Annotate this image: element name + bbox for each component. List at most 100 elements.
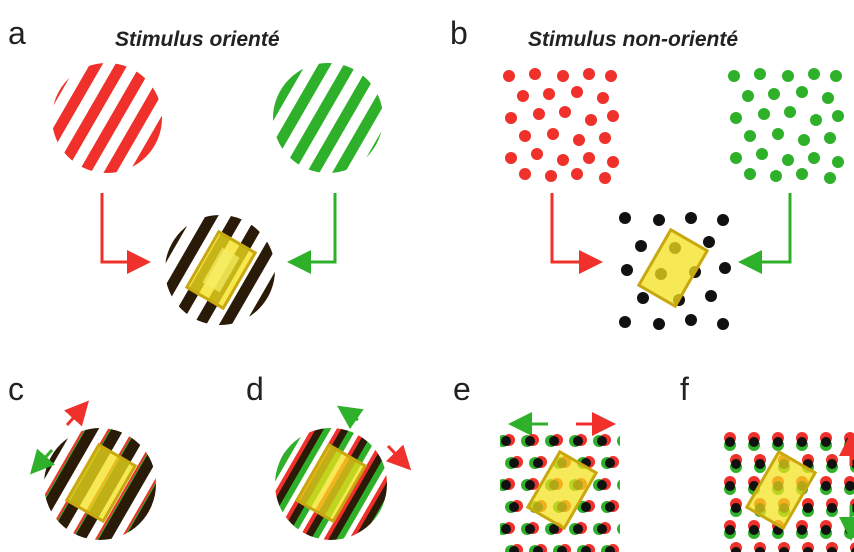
dot [758, 108, 770, 120]
dot-black [851, 547, 854, 552]
dot [519, 168, 531, 180]
dot [505, 112, 517, 124]
dot [730, 112, 742, 124]
dot-red [631, 456, 643, 468]
dot-black [621, 480, 631, 490]
dot [717, 318, 729, 330]
dot [824, 172, 836, 184]
dot [705, 290, 717, 302]
dot-black [501, 436, 511, 446]
dot-black [803, 503, 813, 513]
receptive-field-box-d [294, 442, 368, 524]
dot [571, 86, 583, 98]
dot [557, 154, 569, 166]
dot [573, 134, 585, 146]
dot-black [845, 481, 854, 491]
red-motion-arrow-c [64, 400, 90, 427]
dot [583, 152, 595, 164]
dot [585, 114, 597, 126]
green-random-dots [728, 68, 844, 184]
dot [607, 156, 619, 168]
dot [730, 152, 742, 164]
dot [685, 212, 697, 224]
dot-red [631, 544, 643, 552]
dot [796, 168, 808, 180]
dot-black [731, 459, 741, 469]
panel-a: a Stimulus orienté [8, 15, 383, 325]
dot-black [597, 436, 607, 446]
dot [529, 68, 541, 80]
dot [621, 264, 633, 276]
dot [559, 106, 571, 118]
panel-letter-a: a [8, 15, 26, 51]
dot [782, 70, 794, 82]
dot-red [623, 522, 635, 534]
dot [637, 292, 649, 304]
panel-d: d [246, 371, 412, 540]
dot-black [629, 458, 639, 468]
receptive-field-box-e [525, 449, 599, 531]
dot [531, 148, 543, 160]
dot [798, 134, 810, 146]
dot [519, 130, 531, 142]
dot-black [509, 546, 519, 552]
panel-letter-f: f [680, 371, 689, 407]
dot-black [725, 481, 735, 491]
dot-black [605, 546, 615, 552]
dot [810, 114, 822, 126]
panel-letter-e: e [453, 371, 471, 407]
dot-black [827, 547, 837, 552]
dot-black [629, 546, 639, 552]
dot-red [623, 434, 635, 446]
dot [832, 156, 844, 168]
dot-black [749, 437, 759, 447]
panel-letter-d: d [246, 371, 264, 407]
red-merge-arrow-b [550, 193, 603, 274]
dot-black [773, 437, 783, 447]
panel-f: f [680, 371, 854, 552]
dot-black [755, 459, 765, 469]
dot-black [821, 525, 831, 535]
dot-red [631, 500, 643, 512]
dot-black [549, 524, 559, 534]
dot [583, 68, 595, 80]
dot [770, 170, 782, 182]
dot-black [573, 524, 583, 534]
panel-e: e [453, 371, 643, 552]
dot-black [525, 480, 535, 490]
dot-green [625, 501, 637, 513]
dot [605, 70, 617, 82]
dot-black [549, 436, 559, 446]
dot [619, 212, 631, 224]
dot [653, 214, 665, 226]
receptive-field-box-b [636, 227, 710, 309]
green-grating-disc [273, 63, 383, 173]
dot [653, 318, 665, 330]
dot [547, 128, 559, 140]
dot-black [557, 546, 567, 552]
dot [756, 148, 768, 160]
dot [822, 92, 834, 104]
dot-black [821, 437, 831, 447]
green-merge-arrow-b [738, 193, 792, 274]
dot [830, 70, 842, 82]
dot-black [581, 502, 591, 512]
red-grating-disc [52, 63, 162, 173]
receptive-field-box-a [184, 229, 258, 311]
dot-black [621, 524, 631, 534]
panel-title-b: Stimulus non-orienté [528, 28, 738, 51]
red-merge-arrow [100, 193, 151, 274]
dot-black [501, 524, 511, 534]
dot [545, 170, 557, 182]
receptive-field-box-f [744, 449, 818, 531]
dot [754, 68, 766, 80]
dot [685, 314, 697, 326]
dot [808, 152, 820, 164]
dot-black [533, 546, 543, 552]
dot [607, 110, 619, 122]
dot-green [625, 457, 637, 469]
panel-c: c [8, 371, 156, 540]
dot-black [725, 437, 735, 447]
dot [728, 70, 740, 82]
